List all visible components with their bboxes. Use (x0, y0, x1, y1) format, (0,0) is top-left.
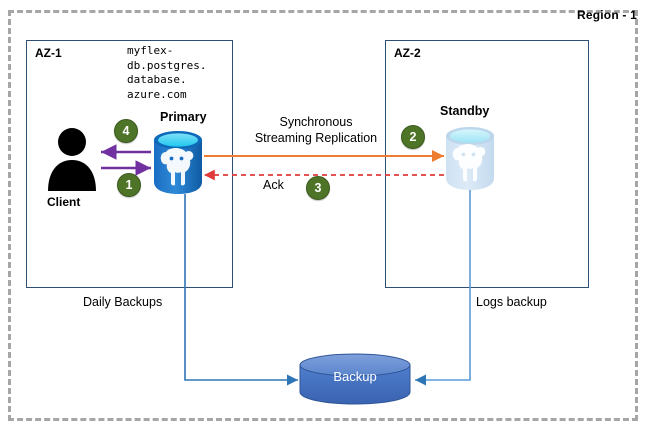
primary-node-label: Primary (160, 110, 207, 124)
step-badge-2: 2 (401, 125, 425, 149)
logs-backup-label: Logs backup (476, 295, 547, 309)
postgresql-database-icon-standby (446, 127, 494, 190)
replication-label: Synchronous Streaming Replication (246, 114, 386, 146)
connector-daily-backups (184, 194, 298, 386)
replication-label-line2: Streaming Replication (254, 131, 378, 145)
az1-label: AZ-1 (35, 46, 62, 60)
step-badge-1: 1 (117, 173, 141, 197)
availability-zone-az2: AZ-2 (385, 40, 589, 288)
step-badge-4: 4 (114, 119, 138, 143)
standby-node-label: Standby (440, 104, 490, 118)
ack-label: Ack (263, 178, 284, 192)
backup-node-label: Backup (333, 369, 377, 384)
server-hostname: myflex- db.postgres. database. azure.com (127, 44, 207, 101)
daily-backups-label: Daily Backups (83, 295, 163, 309)
user-icon (48, 128, 96, 191)
region-boundary (8, 10, 638, 421)
postgresql-database-icon-primary (154, 131, 202, 194)
step-badge-3: 3 (306, 176, 330, 200)
cylinder-storage-icon-backup (299, 353, 411, 405)
connector-logs-backup (415, 190, 471, 386)
client-node-label: Client (47, 195, 81, 209)
az2-label: AZ-2 (394, 46, 421, 60)
region-label: Region - 1 (576, 8, 637, 22)
replication-label-line1: Synchronous (279, 115, 353, 129)
